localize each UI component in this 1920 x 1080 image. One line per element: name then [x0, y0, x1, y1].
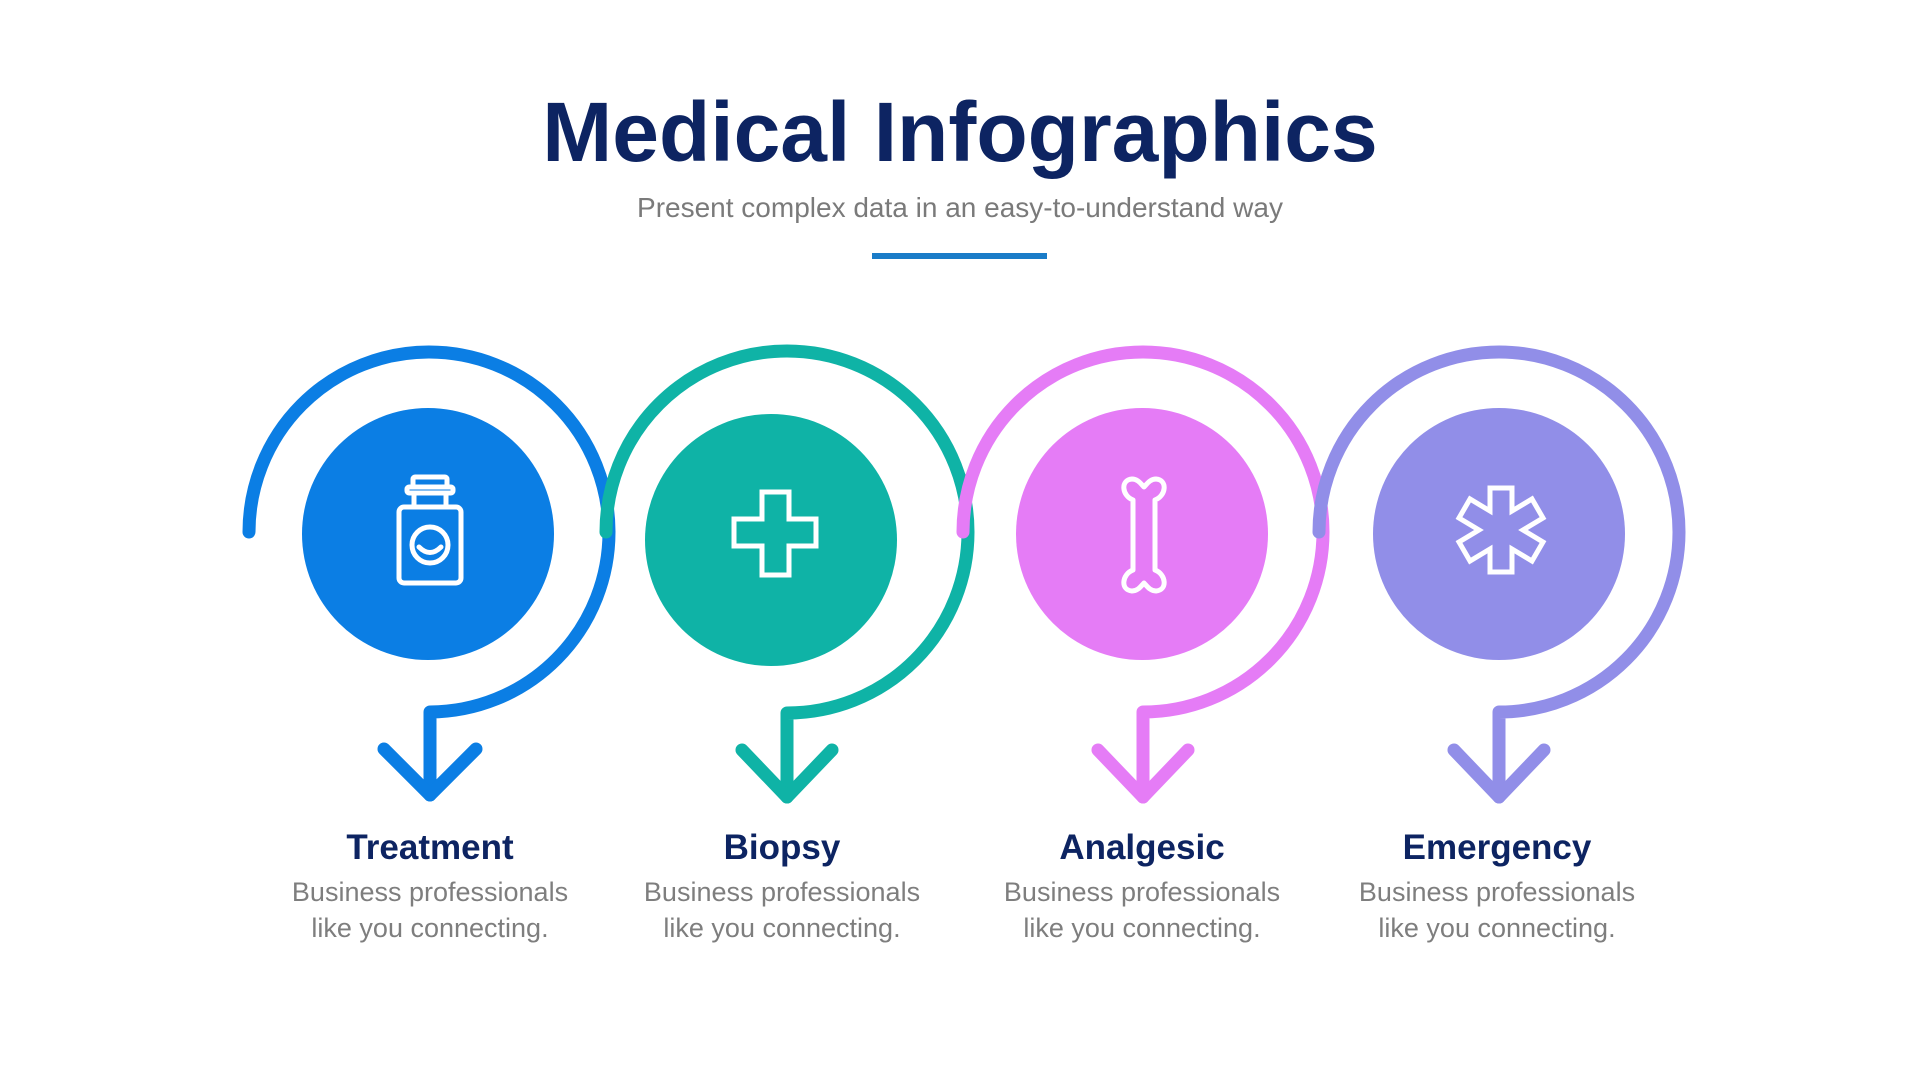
step-description-line1: Business professionals — [643, 877, 921, 907]
step-emergency: Emergency Business professionals like yo… — [1317, 826, 1677, 946]
page-subtitle: Present complex data in an easy-to-under… — [637, 192, 1283, 223]
step-emergency-graphic — [1312, 345, 1686, 804]
spiral-arrow-icon — [599, 344, 975, 804]
step-analgesic-graphic — [956, 345, 1330, 804]
bone-icon — [1121, 476, 1167, 594]
medicine-bottle-icon — [396, 474, 464, 586]
step-biopsy-graphic — [599, 344, 975, 804]
arrowhead-icon — [1091, 743, 1195, 804]
step-circle — [645, 414, 897, 666]
step-description-line1: Business professionals — [291, 877, 569, 907]
step-circle — [1016, 408, 1268, 660]
spiral-arrow-icon — [956, 345, 1330, 804]
step-circle — [302, 408, 554, 660]
step-description-line1: Business professionals — [1358, 877, 1636, 907]
step-analgesic: Analgesic Business professionals like yo… — [962, 826, 1322, 946]
step-treatment-graphic — [242, 345, 616, 802]
step-biopsy: Biopsy Business professionals like you c… — [602, 826, 962, 946]
step-description-line2: like you connecting. — [663, 913, 901, 943]
step-circle — [1373, 408, 1625, 660]
step-title: Treatment — [346, 828, 514, 867]
step-description-line2: like you connecting. — [1378, 913, 1616, 943]
arrowhead-icon — [1447, 743, 1551, 804]
arrowhead-icon — [377, 742, 483, 802]
step-description-line2: like you connecting. — [1023, 913, 1261, 943]
step-title: Biopsy — [723, 828, 841, 867]
step-treatment: Treatment Business professionals like yo… — [250, 826, 610, 946]
spiral-arrow-icon — [242, 345, 616, 802]
step-description-line2: like you connecting. — [311, 913, 549, 943]
page-title: Medical Infographics — [542, 85, 1378, 179]
step-title: Emergency — [1402, 828, 1592, 867]
title-divider — [872, 253, 1047, 259]
arrowhead-icon — [735, 743, 839, 804]
medical-cross-icon — [731, 489, 819, 578]
step-title: Analgesic — [1059, 828, 1225, 867]
spiral-arrow-icon — [1312, 345, 1686, 804]
star-of-life-icon — [1455, 485, 1547, 575]
step-description-line1: Business professionals — [1003, 877, 1281, 907]
